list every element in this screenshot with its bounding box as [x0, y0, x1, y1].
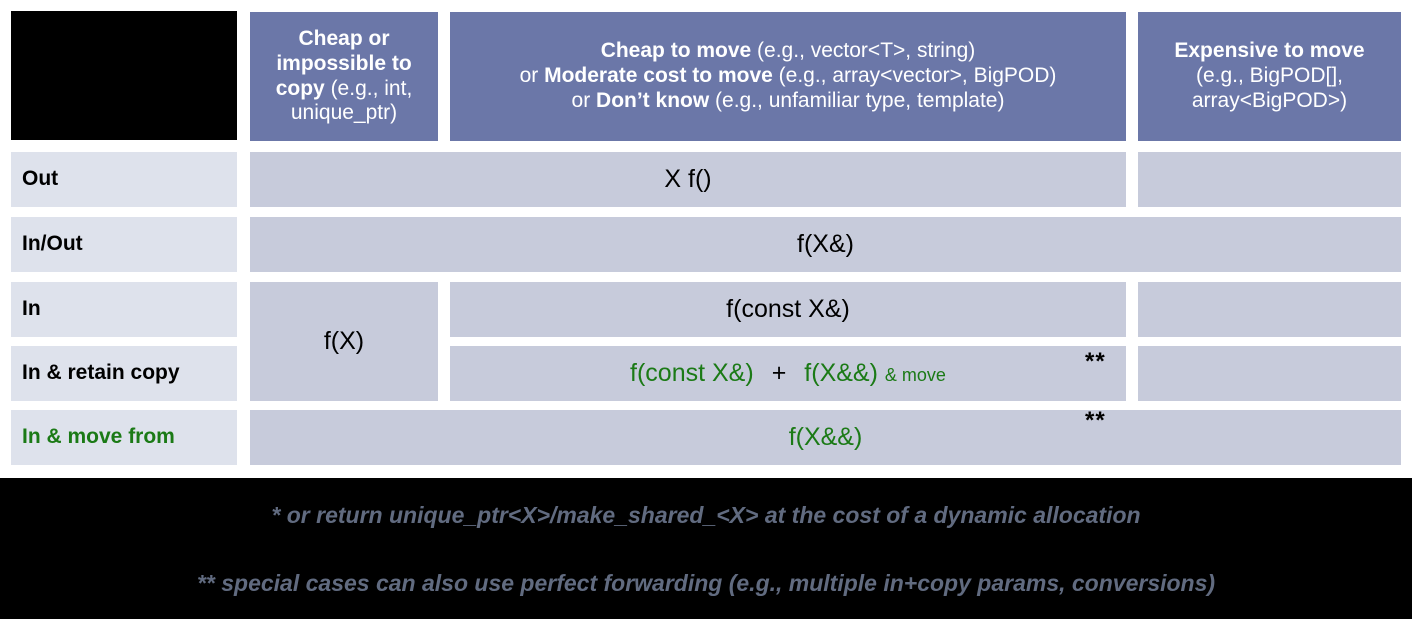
header-line-text: unique_ptr) — [290, 101, 398, 125]
header-line-text: (e.g., unfamiliar type, template) — [709, 88, 1005, 112]
footnote-marker-move-from: ** — [1085, 407, 1106, 434]
row-label-out: Out — [11, 152, 237, 207]
row-label-text: In/Out — [22, 232, 83, 256]
header-cheap-or-impossible-to-copy: Cheap or impossible to copy (e.g., int, … — [250, 12, 438, 141]
row-label-in-move-from: In & move from — [11, 410, 237, 465]
footnote-double-asterisk: ** special cases can also use perfect fo… — [196, 570, 1216, 596]
cell-in-expensive-blank — [1138, 282, 1401, 337]
header-line-text: (e.g., vector<T>, string) — [751, 39, 976, 63]
signature-text: f(const X&) — [630, 358, 754, 387]
header-line-text: Cheap to move — [600, 39, 752, 63]
cell-retain-copy-expensive-blank — [1138, 346, 1401, 401]
header-line-text: or — [519, 64, 545, 88]
footer-band — [0, 478, 1412, 619]
cell-inout-lvalue-ref: f(X&) — [250, 217, 1401, 272]
row-label-in-out: In/Out — [11, 217, 237, 272]
signature-text: f(X&&) — [788, 422, 863, 451]
signature-text: f(X&) — [797, 229, 854, 258]
row-label-in-retain-copy: In & retain copy — [11, 346, 237, 401]
signature-text: f(X) — [323, 326, 365, 355]
cell-move-from-rvalue-ref: f(X&&) — [250, 410, 1401, 465]
row-label-text: In & move from — [22, 425, 175, 449]
row-label-text: Out — [22, 167, 59, 191]
header-line-text: copy — [275, 76, 325, 100]
cell-retain-copy-overloads: f(const X&) + f(X&&) & move — [450, 346, 1126, 401]
cell-in-by-value: f(X) — [250, 282, 438, 401]
header-line-text: Moderate cost to move — [544, 64, 773, 88]
header-line-text: Don’t know — [596, 88, 710, 112]
signature-text: f(X&&) — [804, 358, 878, 387]
header-cheap-to-move: Cheap to move (e.g., vector<T>, string) … — [450, 12, 1126, 141]
header-line-text: (e.g., int, — [324, 76, 413, 100]
corner-blank-box — [11, 11, 237, 140]
header-line-text: or — [571, 88, 597, 112]
cell-out-return-by-value: X f() — [250, 152, 1126, 207]
header-line-text: (e.g., BigPOD[], — [1195, 64, 1344, 88]
row-label-text: In & retain copy — [22, 361, 180, 385]
header-line-text: Expensive to move — [1174, 39, 1365, 63]
row-label-in: In — [11, 282, 237, 337]
and-move-note: & move — [884, 364, 946, 385]
cell-in-const-ref: f(const X&) — [450, 282, 1126, 337]
header-line-text: impossible to — [276, 51, 412, 75]
signature-text: f(const X&) — [726, 294, 850, 323]
plus-operator: + — [771, 358, 787, 387]
header-line-text: Cheap or — [298, 26, 390, 50]
row-label-text: In — [22, 297, 41, 321]
cell-out-expensive-blank — [1138, 152, 1401, 207]
header-line-text: (e.g., array<vector>, BigPOD) — [772, 64, 1057, 88]
footnote-marker-retain-copy: ** — [1085, 348, 1106, 375]
footnote-single-asterisk: * or return unique_ptr<X>/make_shared_<X… — [271, 502, 1141, 528]
header-expensive-to-move: Expensive to move (e.g., BigPOD[], array… — [1138, 12, 1401, 141]
signature-text: X f() — [664, 164, 712, 193]
header-line-text: array<BigPOD>) — [1191, 88, 1348, 112]
